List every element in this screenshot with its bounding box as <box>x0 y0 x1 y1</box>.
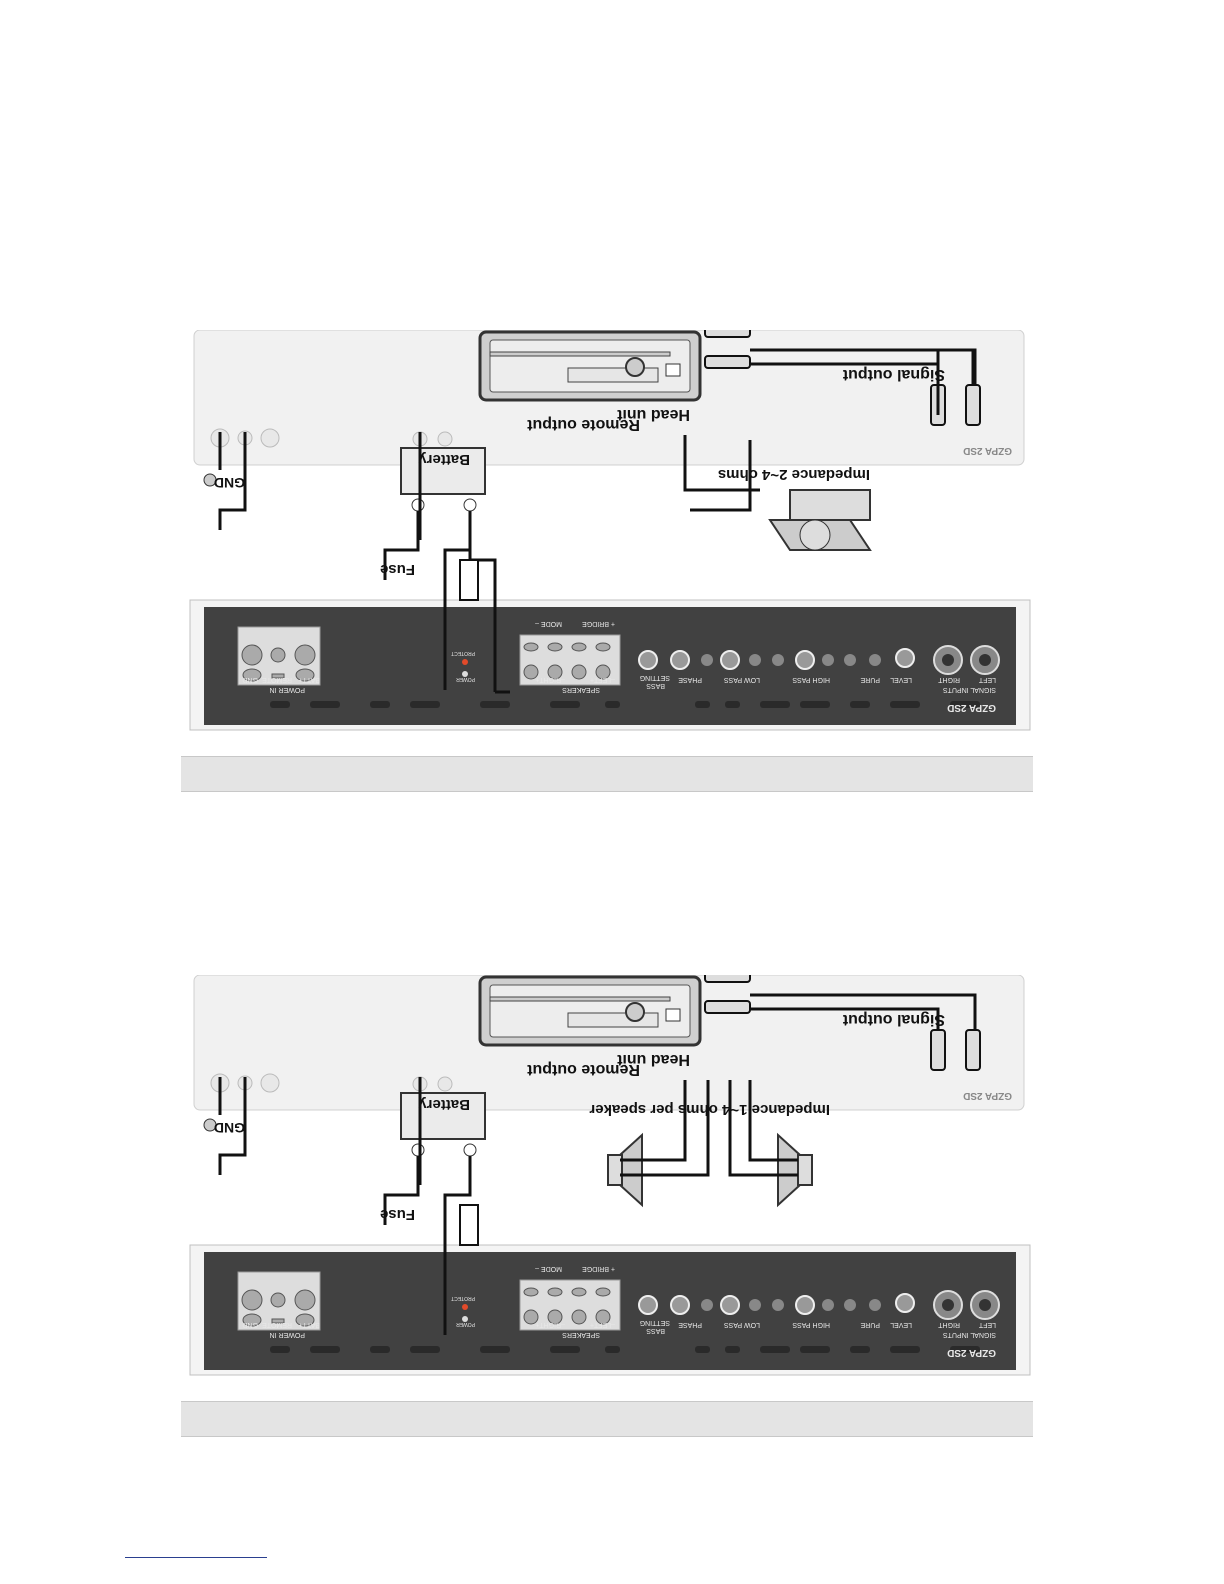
amp-left-terms-label: –LEFT+ <box>590 676 615 683</box>
amp-model-label: GZPA 2SD <box>947 702 996 713</box>
amp-protect-label: PROTECT <box>451 650 475 656</box>
amp-setting-label: SETTING <box>640 674 670 681</box>
amp-vents <box>270 701 980 708</box>
impedance-label: Impedance 1~4 ohms per speaker <box>589 1101 830 1118</box>
amp-bridge-label: + BRIDGE <box>582 620 615 627</box>
fuse-label: Fuse <box>380 561 415 578</box>
amp-left-label: LEFT <box>978 1321 996 1328</box>
amp-power-led-label: POWER <box>456 676 475 682</box>
amp-remote-label: REMOTE <box>262 1321 292 1328</box>
amp-low-pass-label: LOW PASS <box>724 676 760 683</box>
wiring-diagram-1-svg: GZPA 2SD SIGNAL INPUTS LEFT RIGHT LEVEL … <box>189 330 1031 731</box>
amp-mode-label: MODE – <box>535 620 562 627</box>
impedance-label: Impedance 2~4 ohms <box>718 466 870 483</box>
signal-output-label: Signal output <box>842 366 945 383</box>
footnote-rule <box>125 1557 267 1558</box>
amp-remote-label: REMOTE <box>262 676 292 683</box>
amp-mode-label: MODE – <box>535 1265 562 1272</box>
amp-vents <box>270 1346 980 1353</box>
caption-bar-2 <box>181 1401 1033 1437</box>
amp-speakers-label: SPEAKERS <box>562 686 600 693</box>
amp-gnd-label: GND <box>242 1321 258 1328</box>
amp-knobs <box>638 1293 915 1315</box>
amp-phase-label: PHASE <box>678 676 702 683</box>
power-wires <box>383 432 497 692</box>
gnd-label: GND <box>214 475 245 491</box>
amp-pure-label: PURE <box>860 1321 880 1328</box>
amp-power-led-label: POWER <box>456 1321 475 1327</box>
amp-right-label: RIGHT <box>938 676 961 683</box>
speaker-left <box>777 1132 813 1208</box>
amp-high-pass-label: HIGH PASS <box>792 1321 830 1328</box>
wiring-diagram-2: GZPA 2SD SIGNAL INPUTS LEFT RIGHT LEVEL … <box>180 975 1040 1445</box>
amp-batt-label: BATT+ <box>299 676 320 683</box>
amp-power-in-label: POWER IN <box>270 686 305 693</box>
head-unit-label: Head unit <box>616 1051 690 1068</box>
amp-right-label: RIGHT <box>938 1321 961 1328</box>
rca-plugs-amp <box>930 1029 981 1071</box>
amp-setting-label: SETTING <box>640 1319 670 1326</box>
head-unit-label: Head unit <box>616 406 690 423</box>
amp-model-label: GZPA 2SD <box>947 1347 996 1358</box>
gnd-label: GND <box>214 1120 245 1136</box>
amp-power-in-label: POWER IN <box>270 1331 305 1338</box>
protect-led <box>462 659 468 665</box>
amp-high-pass-label: HIGH PASS <box>792 676 830 683</box>
speaker-right <box>607 1132 643 1208</box>
amp-switches <box>701 654 881 666</box>
wiring-diagram-2-svg: GZPA 2SD SIGNAL INPUTS LEFT RIGHT LEVEL … <box>189 975 1031 1376</box>
amp-knobs <box>638 648 915 670</box>
power-led <box>462 671 468 677</box>
amp-cover-model-label: GZPA 2SD <box>963 1090 1012 1101</box>
fuse <box>459 559 479 601</box>
amp-gnd-label: GND <box>242 676 258 683</box>
amp-switches <box>701 1299 881 1311</box>
battery <box>400 1092 486 1140</box>
battery-label: Battery <box>418 1096 470 1113</box>
amp-bridge-label: + BRIDGE <box>582 1265 615 1272</box>
amp-left-label: LEFT <box>978 676 996 683</box>
battery <box>400 447 486 495</box>
remote-output-label: Remote output <box>526 1061 640 1078</box>
signal-output-label: Signal output <box>842 1011 945 1028</box>
amp-level-label: LEVEL <box>890 1321 912 1328</box>
caption-bar-1 <box>181 756 1033 792</box>
amp-left-terms-label: –LEFT+ <box>590 1321 615 1328</box>
fuse-label: Fuse <box>380 1206 415 1223</box>
fuse <box>459 1204 479 1246</box>
amp-pure-label: PURE <box>860 676 880 683</box>
amp-protect-label: PROTECT <box>451 1295 475 1301</box>
wiring-diagram-1: GZPA 2SD SIGNAL INPUTS LEFT RIGHT LEVEL … <box>180 330 1040 800</box>
amp-signal-inputs-label: SIGNAL INPUTS <box>943 1331 996 1338</box>
amp-cover-model-label: GZPA 2SD <box>963 445 1012 456</box>
amp-bass-label: BASS <box>646 682 665 689</box>
protect-led <box>462 1304 468 1310</box>
amp-level-label: LEVEL <box>890 676 912 683</box>
remote-output-label: Remote output <box>526 416 640 433</box>
battery-label: Battery <box>418 451 470 468</box>
amp-phase-label: PHASE <box>678 1321 702 1328</box>
power-wires <box>383 1077 472 1335</box>
amp-low-pass-label: LOW PASS <box>724 1321 760 1328</box>
amp-right-terms-label: –RIGHT+ <box>535 676 565 683</box>
amp-batt-label: BATT+ <box>299 1321 320 1328</box>
power-led <box>462 1316 468 1322</box>
amp-signal-inputs-label: SIGNAL INPUTS <box>943 686 996 693</box>
amp-speakers-label: SPEAKERS <box>562 1331 600 1338</box>
amp-bass-label: BASS <box>646 1327 665 1334</box>
amp-right-terms-label: –RIGHT+ <box>535 1321 565 1328</box>
